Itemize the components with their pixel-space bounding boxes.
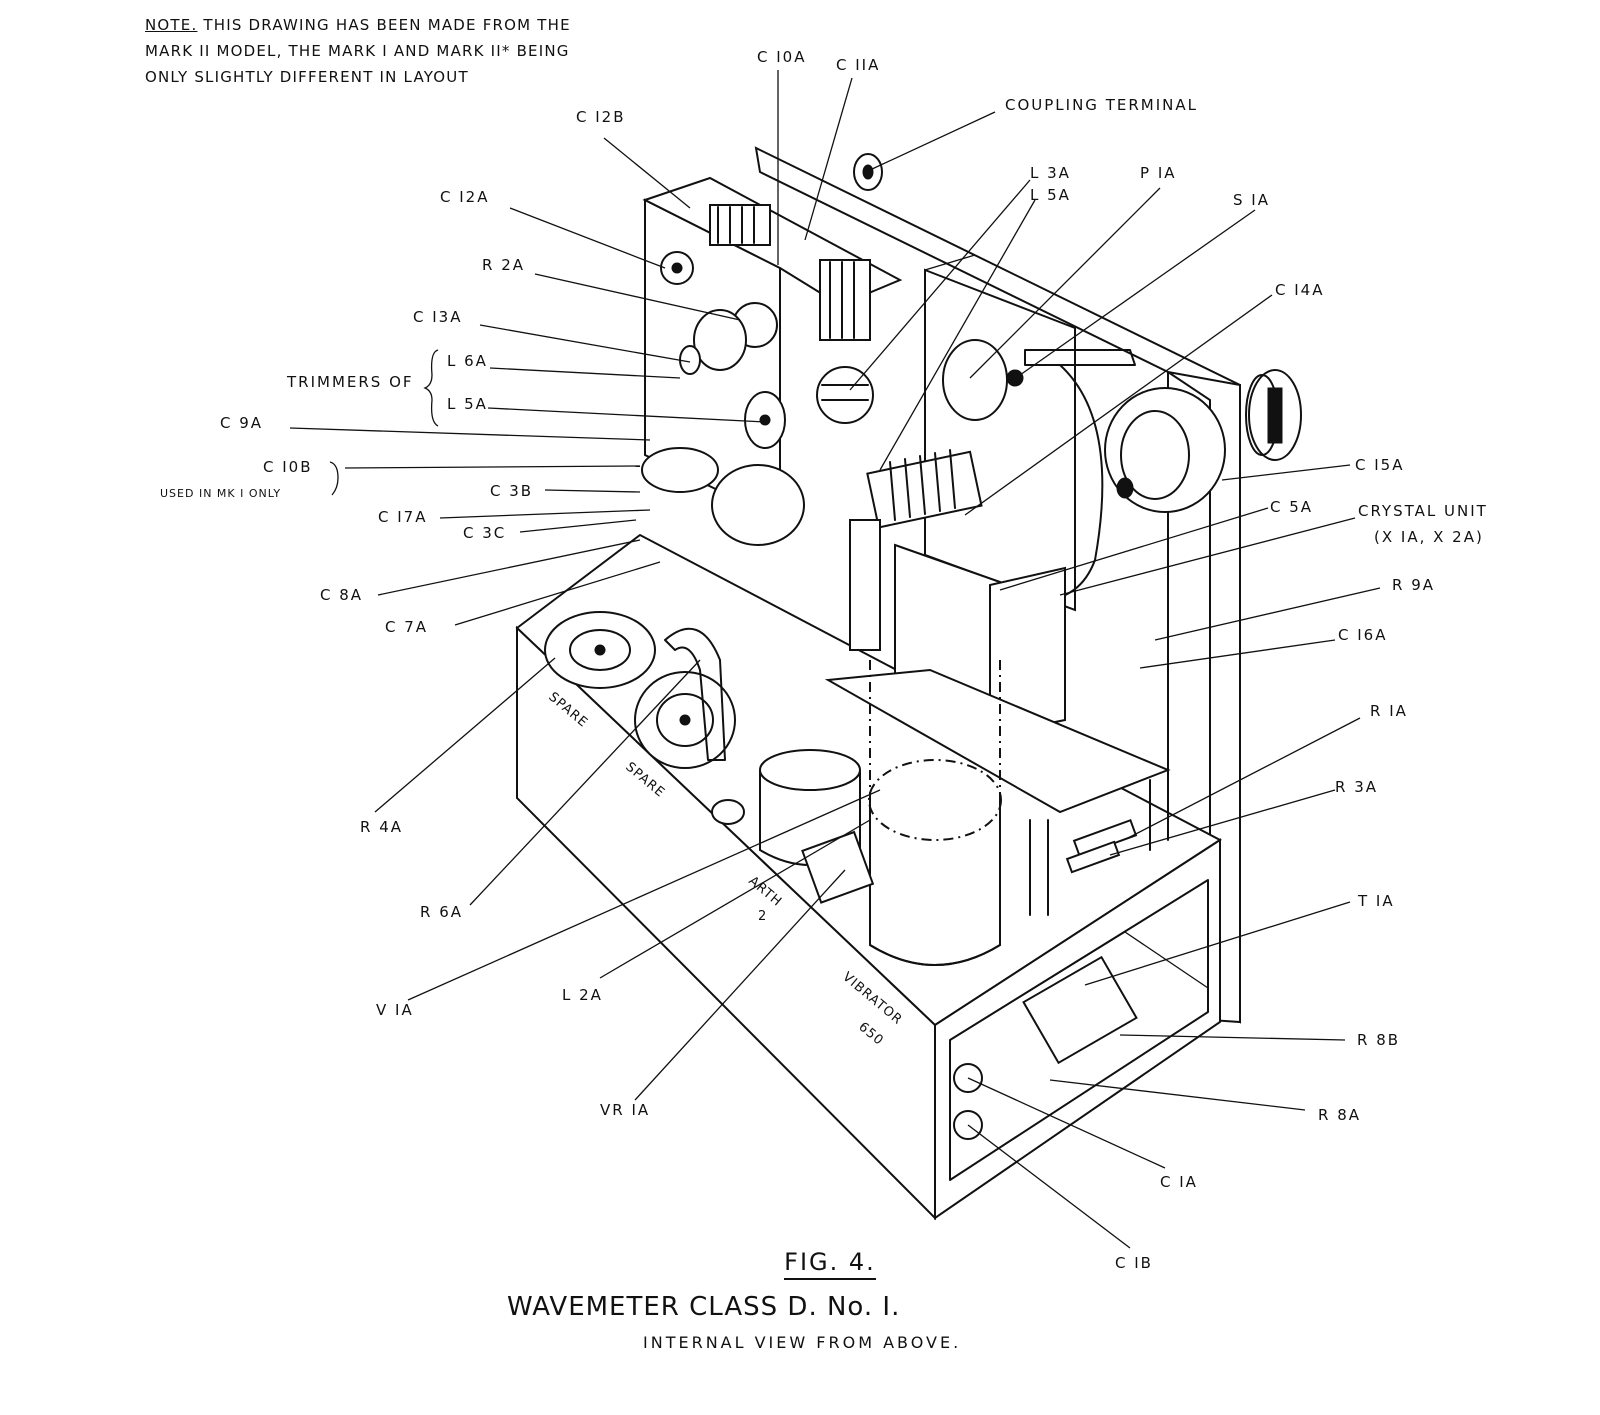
stencil-earth-number: 2 bbox=[758, 909, 767, 924]
label-r8b: R 8B bbox=[1357, 1031, 1400, 1049]
label-c7a: C 7A bbox=[385, 618, 428, 636]
front-panel-edge bbox=[1167, 371, 1241, 1024]
label-t1a: T IA bbox=[1357, 892, 1395, 910]
label-r4a: R 4A bbox=[360, 818, 403, 836]
label-c12b: C I2B bbox=[576, 108, 626, 126]
label-c10b-note: USED IN MK I ONLY bbox=[160, 487, 281, 500]
label-r1a: R IA bbox=[1370, 702, 1408, 720]
label-trimmers-of: TRIMMERS OF bbox=[286, 373, 414, 391]
label-r8a: R 8A bbox=[1318, 1106, 1361, 1124]
inner-panel bbox=[924, 268, 1076, 612]
note-line-1: THIS DRAWING HAS BEEN MADE FROM THE bbox=[197, 16, 571, 34]
trimmer-cluster bbox=[641, 251, 805, 546]
label-r3a: R 3A bbox=[1335, 778, 1378, 796]
label-c5a: C 5A bbox=[1270, 498, 1313, 516]
label-c15a: C I5A bbox=[1355, 456, 1404, 474]
label-vr1a: VR IA bbox=[600, 1101, 650, 1119]
label-crystal-designators: (X IA, X 2A) bbox=[1374, 528, 1484, 546]
label-c10b: C I0B bbox=[263, 458, 313, 476]
label-p1a: P IA bbox=[1140, 164, 1177, 182]
leader-lines bbox=[289, 70, 1381, 1249]
tuning-capacitor-gang bbox=[709, 204, 871, 341]
spare-socket-1 bbox=[544, 611, 656, 689]
note-prefix: NOTE. bbox=[145, 16, 198, 34]
label-l5a: L 5A bbox=[447, 395, 488, 413]
label-l5a-top: L 5A bbox=[1030, 186, 1071, 204]
drawing-note: NOTE. THIS DRAWING HAS BEEN MADE FROM TH… bbox=[145, 12, 571, 90]
front-knob bbox=[1245, 369, 1302, 461]
switch-lever bbox=[1024, 349, 1136, 366]
label-c14a: C I4A bbox=[1275, 281, 1324, 299]
label-l2a: L 2A bbox=[562, 986, 603, 1004]
label-c11a: C IIA bbox=[836, 56, 880, 74]
spare-socket-2 bbox=[634, 671, 736, 769]
coil-former bbox=[866, 449, 983, 529]
switch-s1a bbox=[942, 339, 1008, 421]
label-r9a: R 9A bbox=[1392, 576, 1435, 594]
drawing-title: WAVEMETER CLASS D. No. I. bbox=[507, 1292, 901, 1322]
label-c12a: C I2A bbox=[440, 188, 489, 206]
label-r2a: R 2A bbox=[482, 256, 525, 274]
clip-r6a bbox=[664, 627, 726, 761]
coil-l5a bbox=[816, 366, 874, 424]
label-s1a: S IA bbox=[1233, 191, 1270, 209]
label-coupling-terminal: COUPLING TERMINAL bbox=[1005, 96, 1198, 114]
label-c3c: C 3C bbox=[463, 524, 506, 542]
coupling-terminal bbox=[853, 153, 883, 191]
label-l6a: L 6A bbox=[447, 352, 488, 370]
note-line-3: ONLY SLIGHTLY DIFFERENT IN LAYOUT bbox=[145, 68, 469, 86]
label-v1a: V IA bbox=[376, 1001, 414, 1019]
label-c17a: C I7A bbox=[378, 508, 427, 526]
label-c8a: C 8A bbox=[320, 586, 363, 604]
drawing-subtitle: INTERNAL VIEW FROM ABOVE. bbox=[643, 1333, 962, 1352]
label-c3b: C 3B bbox=[490, 482, 533, 500]
figure-number: FIG. 4. bbox=[700, 1248, 960, 1280]
label-c1a: C IA bbox=[1160, 1173, 1198, 1191]
earth-terminal bbox=[711, 799, 745, 825]
crystal-unit bbox=[989, 566, 1066, 737]
capacitor-c5a bbox=[849, 519, 881, 651]
label-c13a: C I3A bbox=[413, 308, 462, 326]
transformer-t1a bbox=[1022, 955, 1138, 1065]
label-c1b: C IB bbox=[1115, 1254, 1153, 1272]
label-r6a: R 6A bbox=[420, 903, 463, 921]
label-c10a: C I0A bbox=[757, 48, 806, 66]
label-c16a: C I6A bbox=[1338, 626, 1387, 644]
label-l3a: L 3A bbox=[1030, 164, 1071, 182]
figure-number-text: FIG. 4. bbox=[784, 1248, 876, 1280]
label-crystal-unit: CRYSTAL UNIT bbox=[1358, 502, 1488, 520]
note-line-2: MARK II MODEL, THE MARK I AND MARK II* B… bbox=[145, 42, 570, 60]
resistor-r3a bbox=[1065, 840, 1121, 874]
label-c9a: C 9A bbox=[220, 414, 263, 432]
